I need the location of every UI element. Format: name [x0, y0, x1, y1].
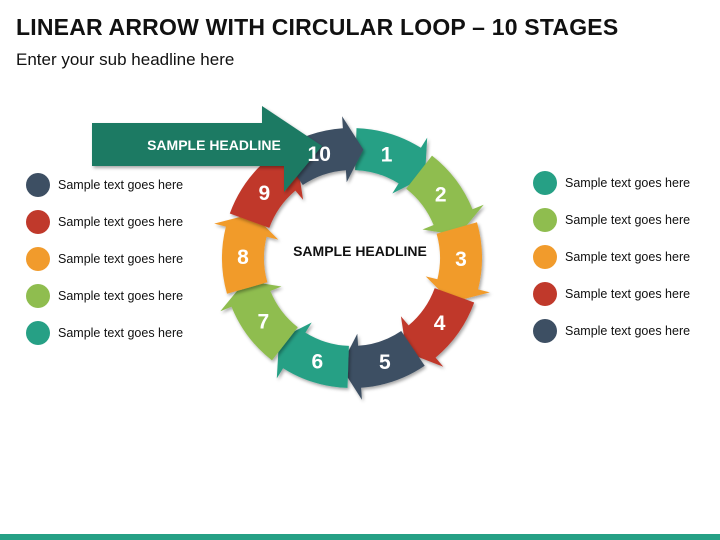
loop-arrow-1 [355, 128, 428, 194]
stage-number-10: 10 [308, 143, 331, 166]
legend-left-item-3: Sample text goes here [26, 240, 183, 277]
legend-text: Sample text goes here [58, 214, 184, 229]
loop-arrow-4 [400, 288, 475, 367]
legend-text: Sample text goes here [565, 249, 691, 264]
loop-arrow-8 [214, 213, 279, 294]
page-title: LINEAR ARROW WITH CIRCULAR LOOP – 10 STA… [16, 14, 619, 40]
legend-text: Sample text goes here [565, 212, 691, 227]
loop-arrow-2 [406, 155, 484, 236]
stage-number-2: 2 [435, 184, 447, 207]
stage-number-8: 8 [237, 246, 249, 269]
arrow-headline: SAMPLE HEADLINE [147, 137, 281, 153]
legend-dot-icon [26, 209, 50, 234]
legend-left-item-4: Sample text goes here [26, 277, 183, 314]
legend-right-item-4: Sample text goes here [533, 275, 690, 312]
linear-arrow: SAMPLE HEADLINE [92, 106, 322, 192]
stage-number-5: 5 [379, 351, 391, 374]
legend-text: Sample text goes here [58, 288, 184, 303]
stage-number-7: 7 [257, 310, 269, 333]
legend-dot-icon [533, 170, 557, 195]
legend-text: Sample text goes here [58, 177, 184, 192]
legend-dot-icon [533, 318, 557, 343]
stage-number-1: 1 [381, 144, 393, 167]
legend-left-item-5: Sample text goes here [26, 314, 183, 351]
legend-text: Sample text goes here [58, 325, 184, 340]
loop-arrow-6 [276, 322, 349, 388]
legend-dot-icon [533, 281, 557, 306]
legend-text: Sample text goes here [565, 175, 691, 190]
legend-dot-icon [533, 244, 557, 269]
loop-arrow-7 [220, 280, 298, 361]
linear-arrow-shape [92, 106, 322, 192]
legend-text: Sample text goes here [565, 323, 691, 338]
stage-number-4: 4 [434, 312, 446, 335]
stage-number-9: 9 [259, 182, 271, 205]
legend-dot-icon [26, 246, 50, 271]
center-headline: SAMPLE HEADLINE [293, 243, 427, 259]
legend-text: Sample text goes here [565, 286, 691, 301]
page-subtitle: Enter your sub headline here [16, 50, 235, 69]
legend-text: Sample text goes here [58, 251, 184, 266]
bottom-accent-bar [0, 534, 720, 540]
stage-number-6: 6 [312, 350, 324, 373]
legend-dot-icon [26, 320, 50, 345]
loop-arrow-3 [425, 222, 490, 303]
legend-dot-icon [26, 172, 50, 197]
legend-dot-icon [533, 207, 557, 232]
legend-right-item-2: Sample text goes here [533, 201, 690, 238]
legend-left-item-2: Sample text goes here [26, 203, 183, 240]
legend-right-item-1: Sample text goes here [533, 164, 690, 201]
legend-right-item-5: Sample text goes here [533, 312, 690, 349]
loop-arrow-5 [340, 331, 425, 400]
legend-right-item-3: Sample text goes here [533, 238, 690, 275]
legend-dot-icon [26, 283, 50, 308]
stage-number-3: 3 [455, 248, 467, 271]
legend-left-item-1: Sample text goes here [26, 166, 183, 203]
